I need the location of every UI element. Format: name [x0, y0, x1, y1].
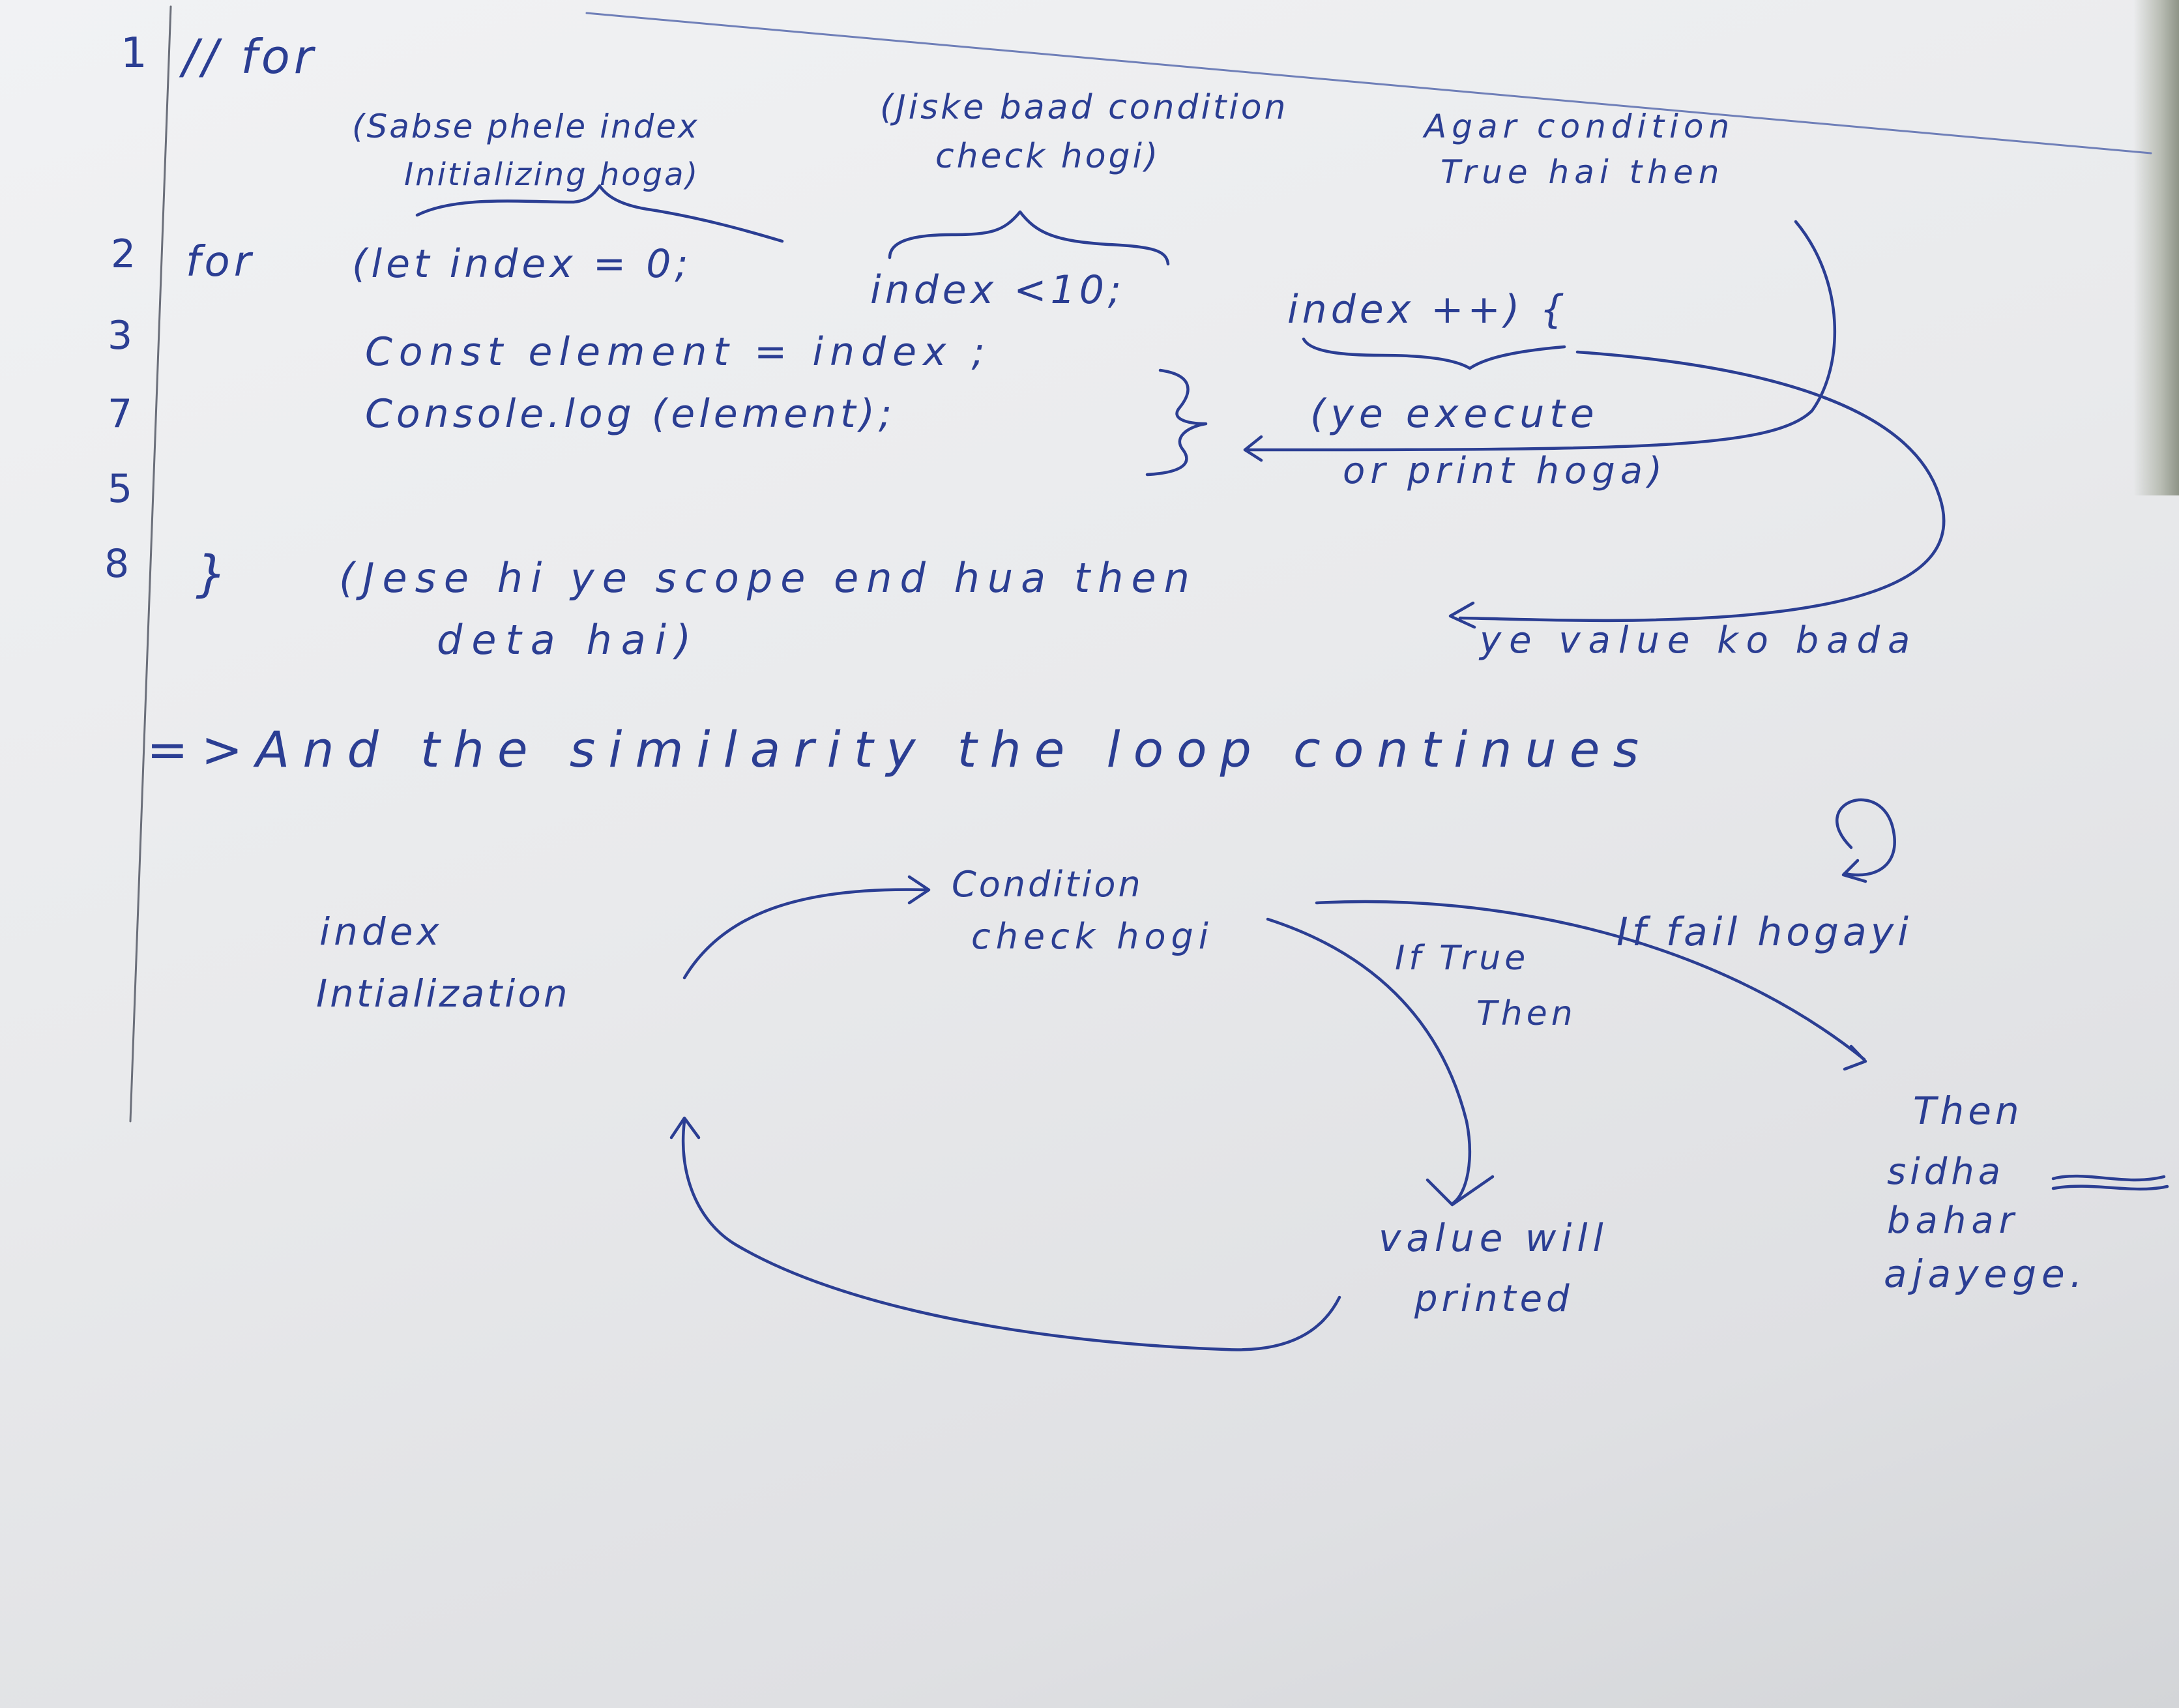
arrow-printed-to-init [681, 1119, 1341, 1351]
page-edge-shadow [2133, 0, 2179, 495]
init-note-line-1: (Sabse phele index [352, 108, 699, 145]
flow-exit-line-4: ajayege. [1884, 1252, 2088, 1296]
true-note-line-2: True hai then [1440, 153, 1725, 191]
true-note-line-1: Agar condition [1424, 108, 1735, 145]
strikeout-scribble [2051, 1174, 2169, 1191]
loop-circle-arrowhead [1841, 859, 1867, 883]
brace-closing-block [1145, 368, 1208, 477]
scope-note-arrow-text: ye value ko bada [1480, 619, 1918, 662]
arrow-true-to-printed [1266, 917, 1471, 1205]
code-for-keyword: for [186, 238, 255, 286]
brace-increment [1302, 337, 1566, 370]
flow-init-line-1: index [319, 909, 443, 954]
arrowhead-exit [1843, 1044, 1867, 1071]
arrow-fail-to-exit [1315, 900, 1866, 1061]
flow-if-true-line-1: If True [1395, 939, 1530, 978]
arrowhead-init [669, 1116, 701, 1140]
line-number: 3 [108, 313, 133, 359]
flow-condition-line-1: Condition [952, 864, 1143, 905]
flow-fail: If fail hogayi [1616, 909, 1912, 955]
flow-exit-line-1: Then [1913, 1089, 2023, 1133]
code-condition: index <10; [870, 267, 1126, 313]
execute-note-line-1: (ye execute [1310, 391, 1600, 437]
flow-init-line-2: Intialization [316, 971, 570, 1016]
code-increment: index ++) { [1287, 287, 1569, 332]
line-number: 8 [104, 541, 130, 587]
code-comment: // for [183, 29, 317, 84]
flow-if-true-line-2: Then [1476, 994, 1577, 1033]
flow-printed-line-1: value will [1379, 1216, 1609, 1260]
scope-note-line-2: deta hai) [437, 616, 701, 664]
init-note-line-2: Initializing hoga) [404, 156, 700, 193]
condition-note-line-1: (Jiske baad condition [880, 88, 1289, 127]
line-number: 2 [111, 231, 136, 277]
line-number: 5 [108, 466, 133, 512]
loop-summary: =>And the similarity the loop continues [147, 720, 1652, 778]
margin-line [129, 5, 172, 1123]
flow-condition-line-2: check hogi [971, 916, 1214, 957]
code-init: (let index = 0; [352, 241, 692, 287]
flow-printed-line-2: printed [1414, 1278, 1573, 1320]
brace-init [415, 184, 784, 243]
code-line-4: Console.log (element); [365, 391, 896, 437]
line-number: 1 [121, 29, 147, 78]
condition-note-line-2: check hogi) [935, 137, 1161, 176]
arrow-init-to-condition [682, 888, 928, 980]
flow-exit-line-3: bahar [1887, 1200, 2019, 1242]
arrow-increment-loop [1458, 350, 1946, 623]
arrowhead-increment [1448, 601, 1476, 629]
loop-circle-icon [1835, 798, 1896, 877]
brace-condition [888, 210, 1170, 266]
line-number: 7 [108, 391, 133, 437]
arrowhead-condition [907, 875, 931, 905]
flow-exit-line-2: sidha [1887, 1151, 2005, 1193]
ruled-line [585, 12, 2152, 155]
code-close-brace: } [196, 544, 231, 602]
scope-note-line-1: (Jese hi ye scope end hua then [339, 554, 1197, 602]
arrowhead-execute [1243, 435, 1263, 462]
code-line-3: Const element = index ; [365, 329, 991, 375]
arrowhead-printed [1426, 1175, 1495, 1207]
arrow-true-to-execute [1243, 220, 1836, 452]
execute-note-line-2: or print hoga) [1343, 450, 1667, 492]
